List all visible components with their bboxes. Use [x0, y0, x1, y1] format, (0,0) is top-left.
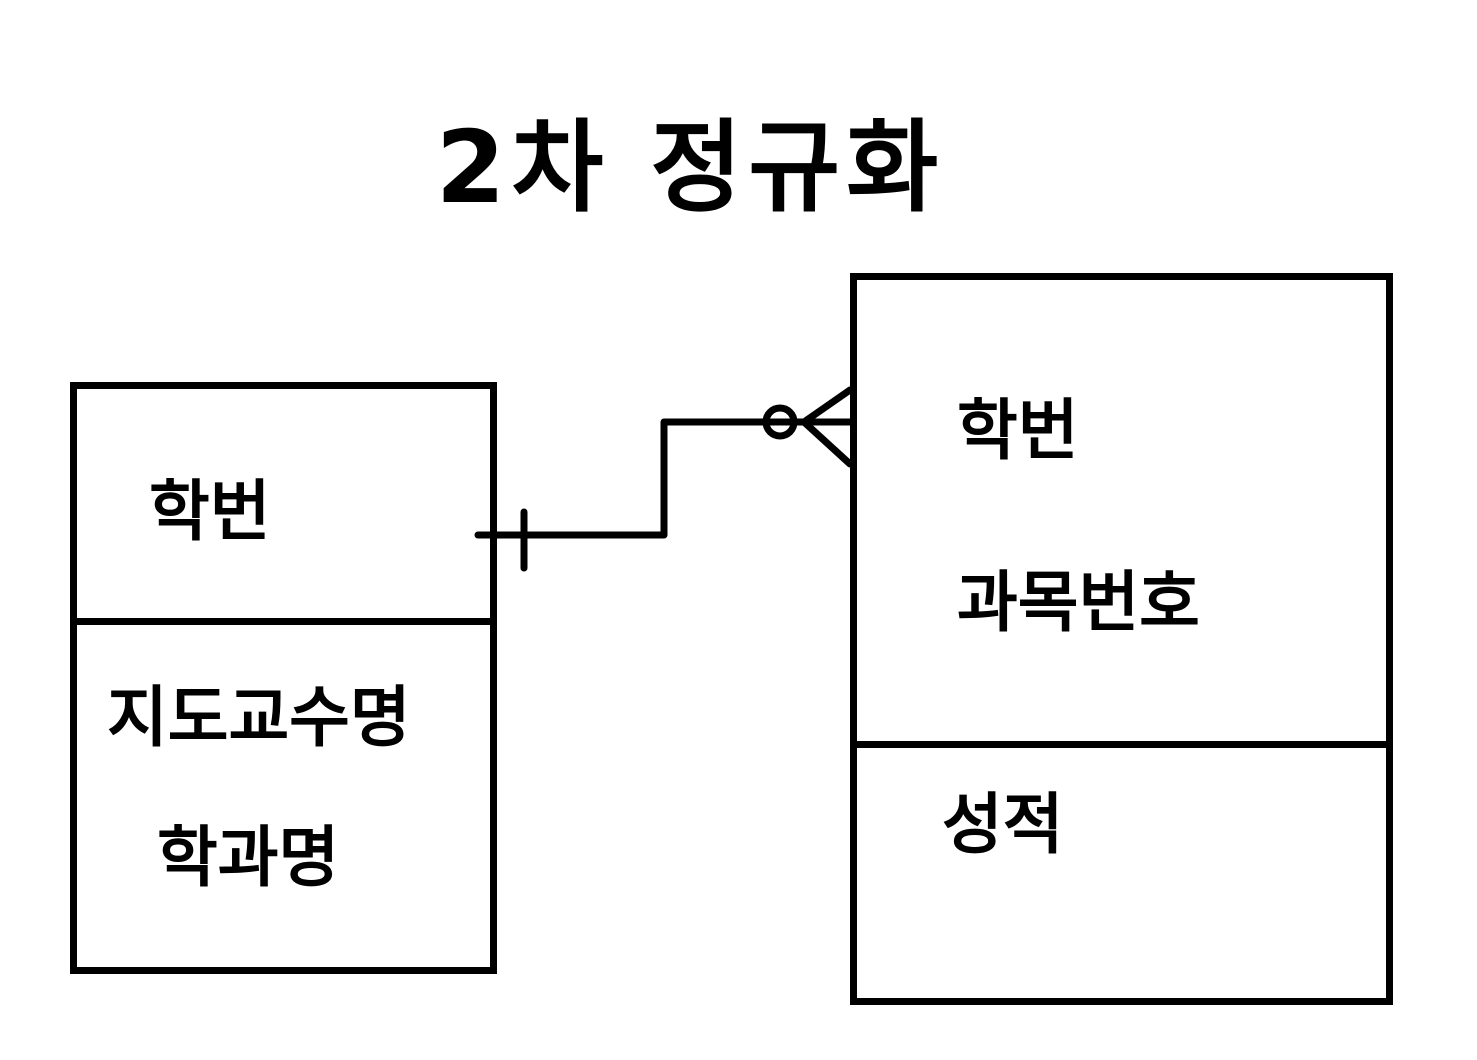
entity-grade-key-section: 학번 과목번호 — [857, 280, 1386, 748]
diagram-title: 2차 정규화 — [435, 108, 945, 226]
entity-grade-key-field: 과목번호 — [957, 564, 1200, 641]
relationship-line — [474, 418, 854, 539]
cardinality-zero-circle — [762, 404, 798, 440]
entity-student-attribute-section: 지도교수명 학과명 — [77, 625, 490, 967]
entity-grade-key-field: 학번 — [957, 392, 1079, 469]
entity-student-attribute-field: 학과명 — [157, 819, 340, 896]
entity-grade-attribute-field: 성적 — [942, 786, 1064, 863]
cardinality-many-prong-lower — [800, 418, 854, 468]
entity-student-key-section: 학번 — [77, 389, 490, 625]
entity-grade: 학번 과목번호 성적 — [850, 273, 1393, 1005]
entity-student-key-field: 학번 — [149, 473, 271, 550]
cardinality-many-prong-upper — [800, 386, 854, 426]
entity-grade-attribute-section: 성적 — [857, 748, 1386, 998]
entity-student-attribute-field: 지도교수명 — [107, 679, 411, 756]
entity-student: 학번 지도교수명 학과명 — [70, 382, 497, 974]
